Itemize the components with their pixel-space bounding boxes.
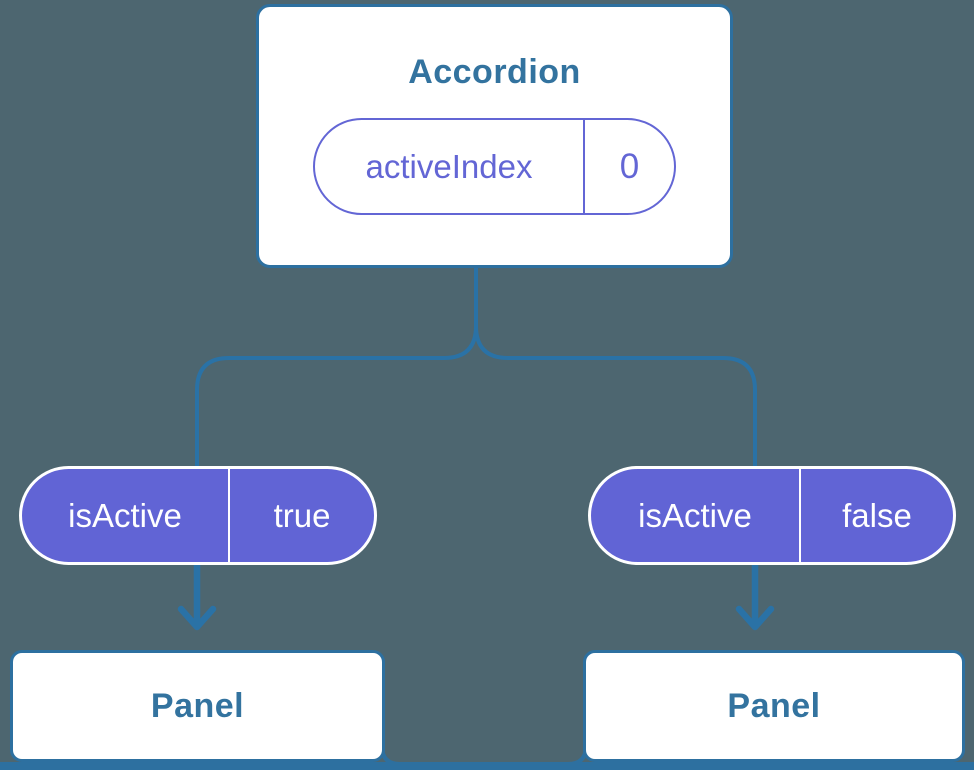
- fork-line-left: [195, 264, 478, 470]
- prop-value: true: [273, 496, 331, 534]
- arrow-down-icon: [735, 560, 775, 631]
- accordion-component-card: Accordion activeIndex 0: [256, 4, 733, 268]
- state-name: activeIndex: [315, 120, 585, 213]
- panel-component-card: Panel: [583, 650, 965, 762]
- baseline-bar: [0, 762, 974, 770]
- arrow-down-icon: [177, 560, 217, 631]
- state-value: 0: [619, 146, 640, 186]
- prop-pill: isActive false: [588, 466, 956, 565]
- panel-component-card: Panel: [10, 650, 385, 762]
- prop-pill: isActive true: [19, 466, 377, 565]
- fork-line-right: [474, 264, 757, 470]
- prop-value: false: [842, 496, 912, 534]
- prop-name: isActive: [22, 469, 230, 562]
- component-title: Panel: [727, 686, 821, 725]
- state-pill: activeIndex 0: [313, 118, 676, 215]
- prop-name: isActive: [591, 469, 801, 562]
- component-title: Panel: [150, 686, 245, 725]
- component-title: Accordion: [408, 53, 581, 91]
